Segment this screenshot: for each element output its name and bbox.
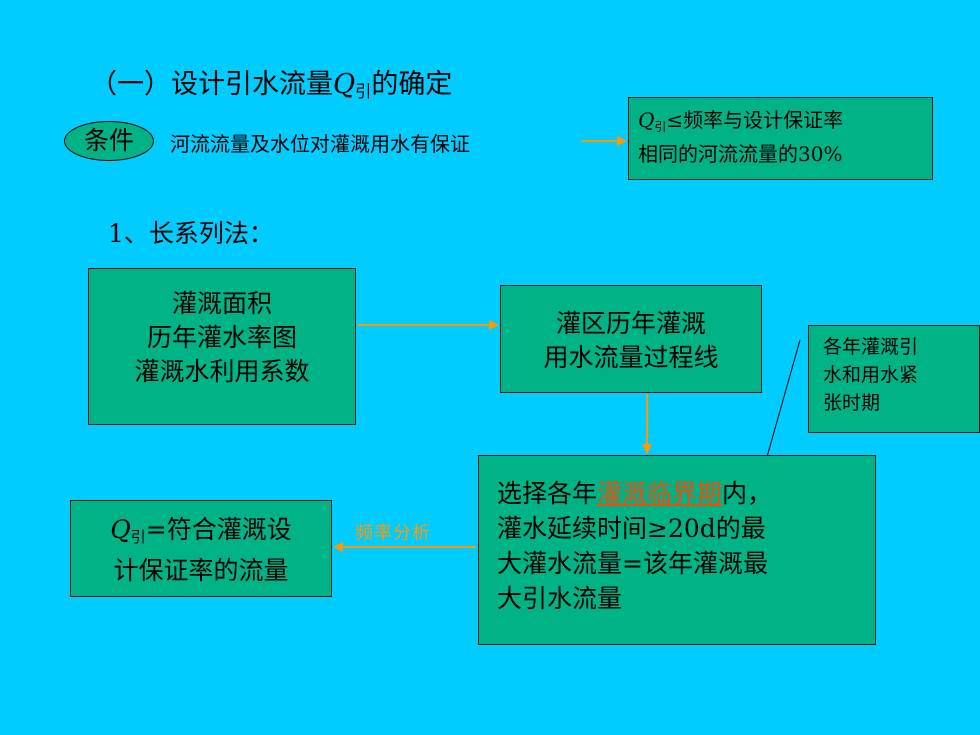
select-line-2: 灌水延续时间≥20d的最 (497, 514, 766, 543)
select-line-3: 大灌水流量=该年灌溉最 (497, 549, 768, 578)
result-line-1: Q引=符合灌溉设 (71, 513, 331, 554)
title-q-subscript: 引 (355, 82, 372, 101)
note-q-symbol: Q (638, 108, 655, 132)
process-line-2: 用水流量过程线 (543, 343, 719, 372)
process-line-1: 灌区历年灌溉 (555, 309, 706, 338)
condition-oval: 条件 (64, 121, 154, 161)
input-box: 灌溉面积 历年灌水率图 灌溉水利用系数 (88, 268, 356, 425)
input-line-3: 灌溉水利用系数 (134, 357, 310, 386)
result-line-1-text: =符合灌溉设 (145, 515, 292, 544)
select-line-1-pre: 选择各年 (497, 479, 598, 508)
input-line-1: 灌溉面积 (171, 289, 272, 318)
title-suffix: 的确定 (371, 69, 453, 100)
select-line-4: 大引水流量 (497, 584, 623, 613)
select-line-1: 选择各年灌溉临界期内， (497, 476, 875, 511)
critical-period-link[interactable]: 灌溉临界期 (597, 479, 723, 508)
arrow-label-frequency-analysis: 频率分析 (355, 523, 431, 544)
annotation-line-3: 张时期 (823, 392, 881, 414)
note-q-subscript: 引 (654, 120, 667, 134)
method-label: 1、长系列法： (108, 219, 274, 248)
process-box: 灌区历年灌溉 用水流量过程线 (500, 285, 762, 393)
note-box: Q引≤频率与设计保证率 相同的河流流量的30% (628, 97, 933, 180)
result-line-2: 计保证率的流量 (113, 556, 289, 585)
result-q-subscript: 引 (130, 528, 146, 546)
annotation-line-1: 各年灌溉引 (823, 336, 919, 358)
page-title: （一）设计引水流量Q引的确定 (90, 62, 452, 102)
title-prefix: （一）设计引水流量 (90, 69, 333, 100)
result-box: Q引=符合灌溉设 计保证率的流量 (70, 500, 332, 597)
note-line-1: Q引≤频率与设计保证率 (638, 107, 932, 141)
note-line-1-text: ≤频率与设计保证率 (666, 108, 844, 132)
select-line-1-post: 内， (722, 479, 773, 508)
title-q-symbol: Q (333, 69, 356, 100)
annotation-box: 各年灌溉引 水和用水紧 张时期 (808, 325, 980, 433)
input-line-2: 历年灌水率图 (146, 323, 297, 352)
annotation-line-2: 水和用水紧 (823, 364, 919, 386)
result-q-symbol: Q (110, 515, 131, 544)
condition-text: 河流流量及水位对灌溉用水有保证 (170, 132, 470, 156)
note-line-2: 相同的河流流量的30% (638, 142, 843, 166)
select-box: 选择各年灌溉临界期内， 灌水延续时间≥20d的最 大灌水流量=该年灌溉最 大引水… (478, 455, 876, 645)
